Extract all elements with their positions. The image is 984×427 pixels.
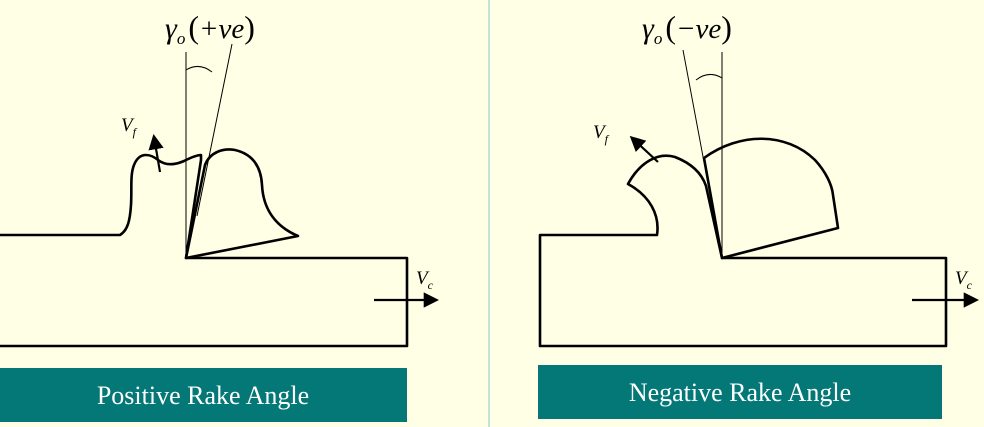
negative-rake-panel: γo(−ve) Vf Vc Negative Rake Angle: [538, 9, 980, 419]
chip-velocity-label-right: Vf: [593, 122, 610, 146]
rake-angle-arc-left: [185, 66, 213, 73]
rake-angle-arc-right: [695, 74, 723, 81]
rake-angle-label-right: γo(−ve): [642, 9, 732, 48]
chip-velocity-label-left: Vf: [121, 115, 138, 139]
cutting-tool-left: [184, 148, 300, 260]
workpiece-left: [0, 153, 409, 348]
caption-negative-rake: Negative Rake Angle: [629, 378, 851, 407]
workpiece-right: [538, 154, 948, 348]
caption-positive-rake: Positive Rake Angle: [97, 381, 309, 410]
cutting-velocity-label-left: Vc: [416, 268, 434, 292]
rake-face-line-left: [196, 43, 233, 217]
caption-bar-right: [538, 365, 942, 419]
chip-flow-arrow-right: [629, 135, 659, 163]
cutting-tool-right: [702, 137, 840, 260]
caption-bar-left: [0, 368, 407, 422]
rake-angle-label-left: γo(+ve): [165, 9, 255, 48]
chip-flow-arrow-left: [148, 133, 164, 173]
cutting-velocity-label-right: Vc: [955, 268, 973, 292]
positive-rake-panel: γo(+ve) Vf Vc Positive Rake Angle: [0, 9, 440, 422]
